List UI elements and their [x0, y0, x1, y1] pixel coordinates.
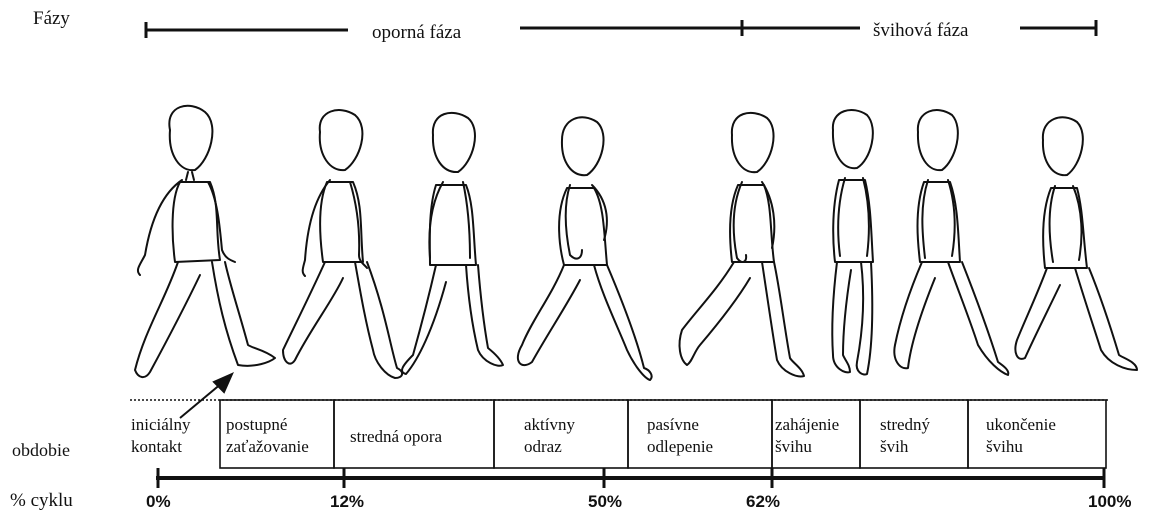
percent-axis: [156, 468, 1104, 488]
percent-label-12: 12%: [330, 492, 364, 512]
phase-bar: [146, 20, 1096, 38]
cycle-row-label: % cyklu: [10, 490, 73, 512]
walking-figure-3: [402, 113, 503, 374]
period-label-line1: iniciálny: [131, 414, 190, 436]
initial-contact-arrow: [180, 374, 232, 418]
period-label-line2: odraz: [524, 436, 575, 458]
period-row-label: obdobie: [12, 440, 70, 461]
walking-figure-5: [680, 113, 804, 377]
period-mid-swing: stredný švih: [880, 414, 930, 458]
walking-figure-7: [894, 110, 1008, 375]
period-label-line1: stredná opora: [350, 426, 442, 448]
period-label-line2: kontakt: [131, 436, 190, 458]
period-pre-swing: pasívne odlepenie: [647, 414, 713, 458]
period-initial-swing: zahájenie švihu: [775, 414, 839, 458]
period-label-line1: postupné: [226, 414, 309, 436]
period-initial-contact: iniciálny kontakt: [131, 414, 190, 458]
percent-label-0: 0%: [146, 492, 171, 512]
period-terminal-stance: aktívny odraz: [524, 414, 575, 458]
period-label-line1: stredný: [880, 414, 930, 436]
percent-label-50: 50%: [588, 492, 622, 512]
period-label-line2: zaťažovanie: [226, 436, 309, 458]
period-mid-stance: stredná opora: [350, 426, 442, 448]
period-label-line2: švihu: [775, 436, 839, 458]
walking-figure-4: [518, 117, 652, 380]
period-label-line2: švihu: [986, 436, 1056, 458]
period-label-line1: aktívny: [524, 414, 575, 436]
period-label-line1: pasívne: [647, 414, 713, 436]
walking-figure-8: [1015, 117, 1137, 370]
walking-figure-6: [832, 110, 873, 375]
period-terminal-swing: ukončenie švihu: [986, 414, 1056, 458]
percent-label-100: 100%: [1088, 492, 1131, 512]
period-label-line2: švih: [880, 436, 930, 458]
walking-figures: [135, 106, 1137, 380]
period-label-line1: zahájenie: [775, 414, 839, 436]
period-loading-response: postupné zaťažovanie: [226, 414, 309, 458]
walking-figure-1: [135, 106, 275, 377]
walking-figure-2: [283, 110, 402, 378]
percent-label-62: 62%: [746, 492, 780, 512]
period-label-line2: odlepenie: [647, 436, 713, 458]
period-label-line1: ukončenie: [986, 414, 1056, 436]
